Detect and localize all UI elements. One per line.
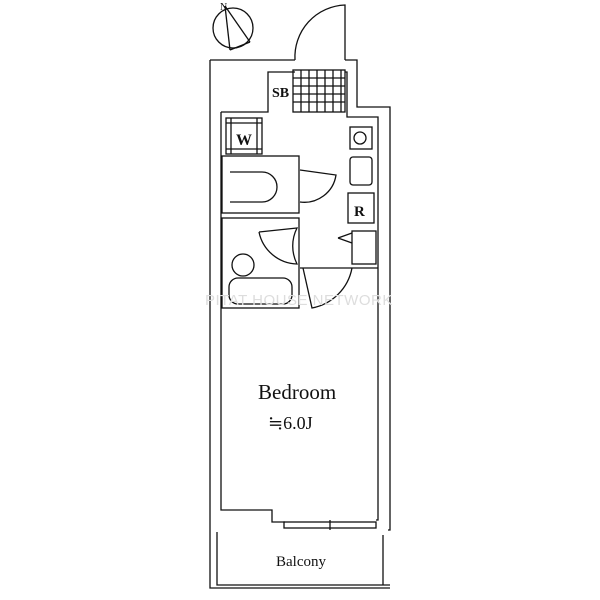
balcony-window[interactable] — [283, 520, 377, 530]
inner-wall — [220, 71, 379, 523]
bathtub-icon — [228, 277, 293, 305]
bedroom-label: Bedroom — [258, 380, 336, 404]
balcony-label: Balcony — [276, 554, 326, 570]
kitchen-sink-icon — [349, 156, 373, 186]
washer-label: W — [236, 132, 252, 149]
toilet-door[interactable] — [299, 169, 337, 203]
sink-icon — [231, 253, 255, 277]
refrigerator-label: R — [354, 204, 365, 220]
toilet-room — [221, 155, 300, 214]
bedroom-door[interactable] — [302, 267, 353, 309]
bathroom — [221, 217, 300, 309]
toilet-icon — [230, 171, 278, 203]
refrigerator-space — [347, 192, 375, 224]
washer-space — [225, 117, 263, 155]
watermark: PITAT HOUSE NETWORK — [205, 292, 393, 309]
closet-door[interactable] — [337, 232, 353, 244]
bedroom-size: ≒6.0J — [268, 413, 313, 433]
entry-tile-floor — [292, 69, 346, 113]
shoe-box-label: SB — [272, 86, 289, 101]
bath-door[interactable] — [258, 227, 299, 265]
outer-wall — [209, 59, 391, 589]
balcony — [216, 532, 390, 586]
closet — [351, 230, 377, 265]
entrance-door[interactable] — [294, 4, 346, 61]
compass-north-label: N — [220, 2, 227, 13]
stove-burner-icon — [349, 126, 373, 150]
compass-icon: N — [212, 2, 254, 51]
